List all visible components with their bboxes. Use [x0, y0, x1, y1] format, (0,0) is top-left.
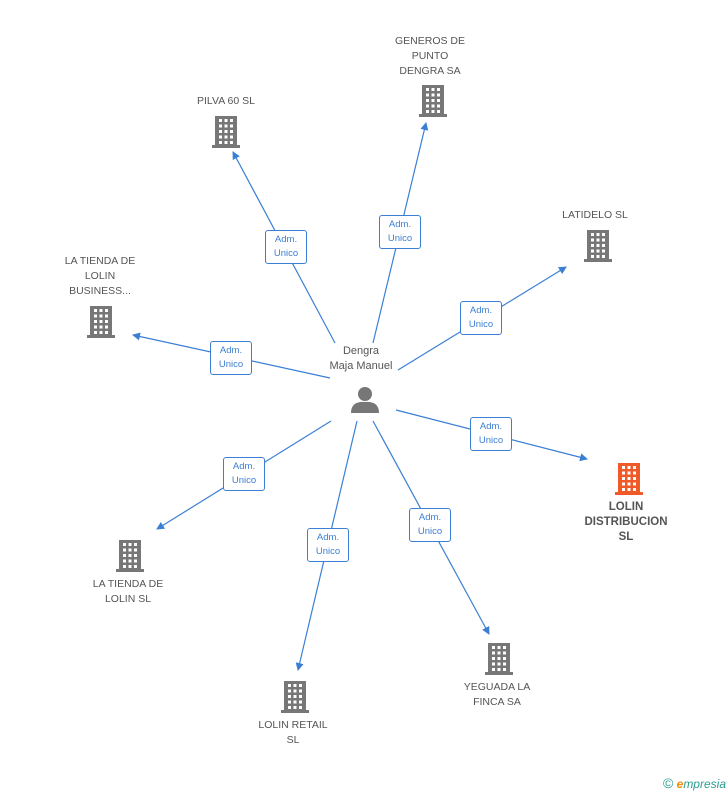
building-icon[interactable]	[584, 230, 612, 262]
node-label-tienda_lolin[interactable]: LA TIENDA DE LOLIN SL	[92, 578, 164, 605]
building-icon[interactable]	[281, 681, 309, 713]
brand-logo: empresia	[676, 777, 726, 791]
node-label-pilva[interactable]: PILVA 60 SL	[197, 94, 255, 107]
footer-brand[interactable]: © empresia	[663, 775, 726, 791]
building-icon[interactable]	[419, 85, 447, 117]
edge-label-tienda_business[interactable]: Adm. Unico	[210, 341, 252, 375]
building-icon[interactable]	[87, 306, 115, 338]
edge-label-yeguada[interactable]: Adm. Unico	[409, 508, 451, 542]
building-icon[interactable]	[615, 463, 643, 495]
node-label-tienda_business[interactable]: LA TIENDA DE LOLIN BUSINESS...	[64, 254, 136, 297]
node-label-lolin_retail[interactable]: LOLIN RETAIL SL	[258, 719, 328, 746]
edge-label-pilva[interactable]: Adm. Unico	[265, 230, 307, 264]
edge-label-tienda_lolin[interactable]: Adm. Unico	[223, 457, 265, 491]
node-label-generos[interactable]: GENEROS DE PUNTO DENGRA SA	[394, 34, 465, 77]
edge-label-lolin_retail[interactable]: Adm. Unico	[307, 528, 349, 562]
node-label-lolin_distribucion[interactable]: LOLIN DISTRIBUCION SL	[584, 500, 668, 543]
edge-label-lolin_distribucion[interactable]: Adm. Unico	[470, 417, 512, 451]
building-icon[interactable]	[212, 116, 240, 148]
edge-label-latidelo[interactable]: Adm. Unico	[460, 301, 502, 335]
building-icon[interactable]	[485, 643, 513, 675]
person-icon[interactable]	[351, 387, 379, 413]
building-icon[interactable]	[116, 540, 144, 572]
center-person-label: Dengra Maja Manuel	[329, 345, 393, 372]
copyright-icon: ©	[662, 775, 674, 791]
node-label-latidelo[interactable]: LATIDELO SL	[562, 208, 628, 221]
edge-label-generos[interactable]: Adm. Unico	[379, 215, 421, 249]
node-label-yeguada[interactable]: YEGUADA LA FINCA SA	[463, 681, 531, 708]
